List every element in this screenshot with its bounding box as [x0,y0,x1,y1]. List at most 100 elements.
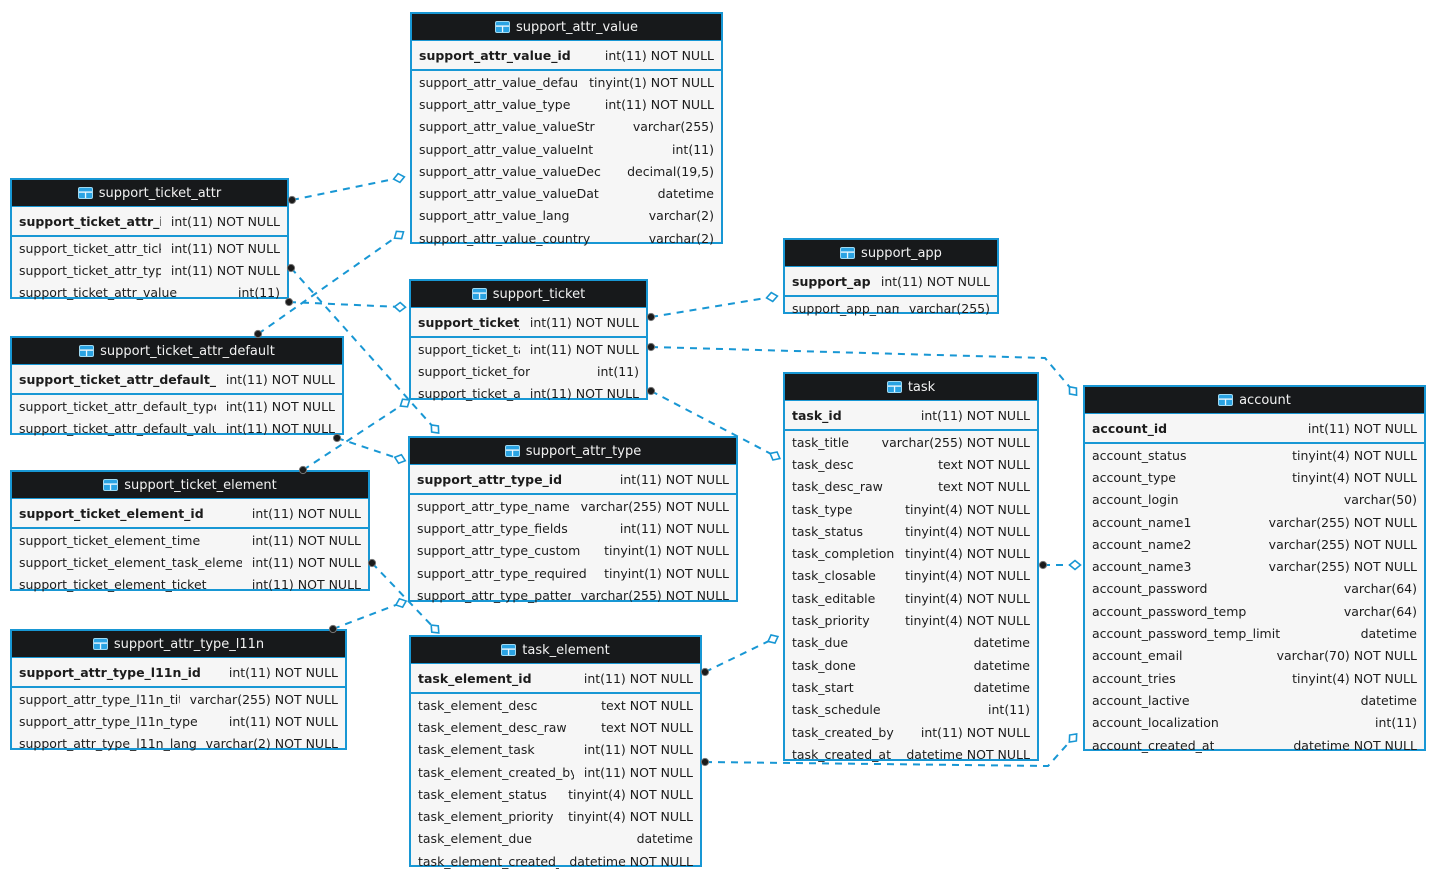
table-header[interactable]: support_ticket [411,281,646,308]
table-title: support_attr_type_l11n [113,636,265,652]
table-header[interactable]: account [1085,387,1424,414]
table-header[interactable]: task_element [411,637,700,664]
column-row[interactable]: support_ticket_appint(11) NOT NULL [411,383,646,405]
table-header[interactable]: task [785,374,1037,401]
table-header[interactable]: support_ticket_attr [12,180,287,207]
column-type: text NOT NULL [601,719,693,735]
table-header[interactable]: support_app [785,240,997,267]
table-support_attr_type_l11n[interactable]: support_attr_type_l11n support_attr_type_… [10,629,347,751]
table-header[interactable]: support_attr_type [410,438,736,465]
table-header[interactable]: support_attr_type_l11n [12,631,345,658]
table-header[interactable]: support_ticket_element [12,472,368,499]
table-header[interactable]: support_ticket_attr_default [12,338,342,365]
table-header[interactable]: support_attr_value [412,14,721,41]
